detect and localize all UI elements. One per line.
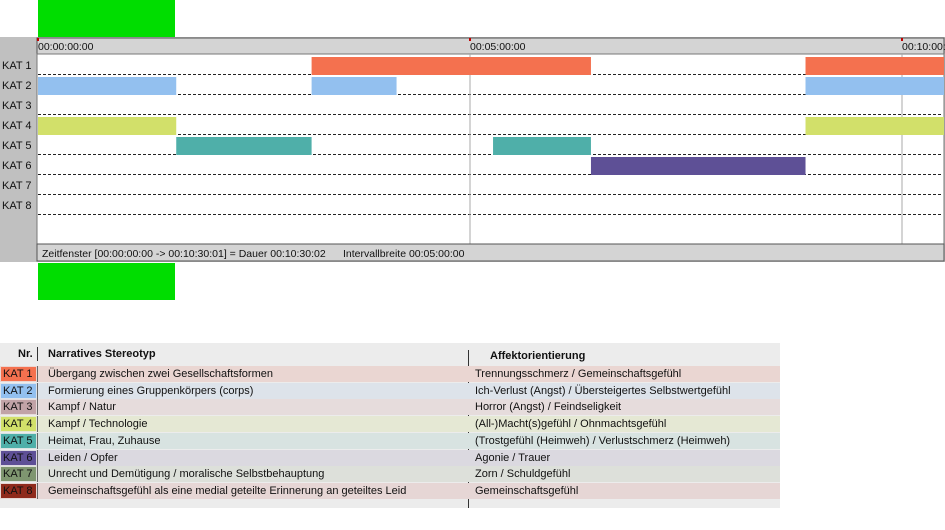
legend-divider bbox=[37, 449, 38, 466]
category-label: KAT 2 bbox=[2, 80, 32, 92]
legend-header-pipe bbox=[37, 347, 38, 361]
legend-divider bbox=[37, 399, 38, 416]
segment-bar[interactable] bbox=[493, 137, 591, 155]
segments-group bbox=[38, 57, 944, 175]
time-tick-label: 00:05:00:00 bbox=[470, 41, 526, 53]
segment-bar[interactable] bbox=[38, 77, 177, 95]
green-marker-top bbox=[38, 0, 175, 37]
legend-row: KAT 7 Unrecht und Demütigung / moralische… bbox=[0, 466, 780, 483]
legend-header-affect: Affektorientierung bbox=[490, 350, 586, 362]
legend-affect: Ich-Verlust (Angst) / Übersteigertes Sel… bbox=[475, 384, 731, 397]
legend-row: KAT 3 Kampf / Natur Horror (Angst) / Feind… bbox=[0, 399, 780, 416]
legend-badge: KAT 6 bbox=[1, 450, 36, 465]
legend-narrative: Heimat, Frau, Zuhause bbox=[48, 434, 161, 447]
legend-narrative: Kampf / Technologie bbox=[48, 418, 148, 431]
time-tick-label: 00:00:00:00 bbox=[38, 41, 94, 53]
legend-header-nr: Nr. bbox=[18, 348, 33, 360]
tick-marker bbox=[469, 38, 471, 41]
legend-narrative: Kampf / Natur bbox=[48, 401, 116, 414]
legend-divider bbox=[37, 382, 38, 399]
category-label: KAT 5 bbox=[2, 140, 32, 152]
legend-divider bbox=[37, 482, 38, 499]
legend-affect: Agonie / Trauer bbox=[475, 451, 551, 464]
legend-divider bbox=[37, 432, 38, 449]
legend-narrative: Formierung eines Gruppenkörpers (corps) bbox=[48, 384, 254, 397]
legend-row: KAT 8 Gemeinschaftsgefühl als eine medial… bbox=[0, 482, 780, 499]
legend-header-narrative: Narratives Stereotyp bbox=[48, 348, 156, 360]
time-tick-label: 00:10:00: bbox=[902, 41, 945, 53]
legend-affect: Trennungsschmerz / Gemeinschaftsgefühl bbox=[475, 368, 682, 380]
legend-table: Nr. Narratives Stereotyp Affektorientier… bbox=[0, 343, 780, 508]
category-label: KAT 8 bbox=[2, 200, 32, 212]
category-label: KAT 1 bbox=[2, 60, 32, 72]
category-label: KAT 7 bbox=[2, 180, 32, 192]
segment-bar[interactable] bbox=[590, 157, 806, 175]
legend-divider bbox=[37, 466, 38, 483]
status-interval-text: Intervallbreite 00:05:00:00 bbox=[343, 248, 465, 260]
legend-narrative: Leiden / Opfer bbox=[48, 451, 118, 464]
segment-bar[interactable] bbox=[805, 57, 944, 75]
legend-narrative: Unrecht und Demütigung / moralische Selb… bbox=[48, 468, 325, 481]
segment-bar[interactable] bbox=[311, 77, 397, 95]
legend-affect: Zorn / Schuldgefühl bbox=[475, 468, 571, 481]
legend-row: KAT 2 Formierung eines Gruppenkörpers (co… bbox=[0, 382, 780, 399]
legend-affect: (All-)Macht(s)gefühl / Ohnmachtsgefühl bbox=[475, 418, 667, 431]
category-labels-group: KAT 1 KAT 2 KAT 3 KAT 4 KAT 5 KAT 6 KAT 7 KAT 8 bbox=[2, 60, 32, 212]
legend-badge: KAT 1 bbox=[1, 367, 36, 381]
legend-row: KAT 6 Leiden / Opfer Agonie / Trauer bbox=[0, 449, 780, 466]
legend-affect: Horror (Angst) / Feindseligkeit bbox=[475, 401, 622, 414]
tick-marker bbox=[37, 38, 39, 41]
legend-affect: (Trostgefühl (Heimweh) / Verlustschmerz … bbox=[475, 434, 731, 447]
legend-row: KAT 4 Kampf / Technologie (All-)Macht(s)ge… bbox=[0, 416, 780, 433]
legend-row: KAT 1 Übergang zwischen zwei Gesellschaft… bbox=[0, 366, 780, 382]
status-bar bbox=[36, 243, 945, 262]
legend-badge: KAT 4 bbox=[1, 417, 36, 432]
legend-badge: KAT 2 bbox=[1, 383, 36, 398]
segment-bar[interactable] bbox=[805, 77, 944, 95]
legend-affect: Gemeinschaftsgefühl bbox=[475, 484, 579, 497]
green-marker-bottom bbox=[38, 263, 175, 300]
tick-marker bbox=[901, 38, 903, 41]
category-label: KAT 4 bbox=[2, 120, 32, 132]
segment-bar[interactable] bbox=[176, 137, 312, 155]
ticks-group: 00:00:00:00 00:05:00:00 00:10:00: bbox=[37, 38, 945, 53]
legend-narrative: Übergang zwischen zwei Gesellschaftsform… bbox=[48, 368, 273, 380]
legend-badge: KAT 5 bbox=[1, 433, 36, 448]
legend-badge: KAT 8 bbox=[1, 483, 36, 498]
segment-bar[interactable] bbox=[311, 57, 591, 75]
legend-badge: KAT 7 bbox=[1, 467, 36, 482]
legend-narrative: Gemeinschaftsgefühl als eine medial gete… bbox=[48, 484, 407, 497]
legend-divider bbox=[37, 366, 38, 382]
status-window-text: Zeitfenster [00:00:00:00 -> 00:10:30:01]… bbox=[42, 248, 326, 260]
segment-bar[interactable] bbox=[38, 117, 177, 135]
category-label: KAT 3 bbox=[2, 100, 32, 112]
legend-row: KAT 5 Heimat, Frau, Zuhause (Trostgefühl (… bbox=[0, 432, 780, 449]
category-label: KAT 6 bbox=[2, 160, 32, 172]
segment-bar[interactable] bbox=[805, 117, 944, 135]
legend-badge: KAT 3 bbox=[1, 400, 36, 415]
legend-divider bbox=[37, 416, 38, 433]
